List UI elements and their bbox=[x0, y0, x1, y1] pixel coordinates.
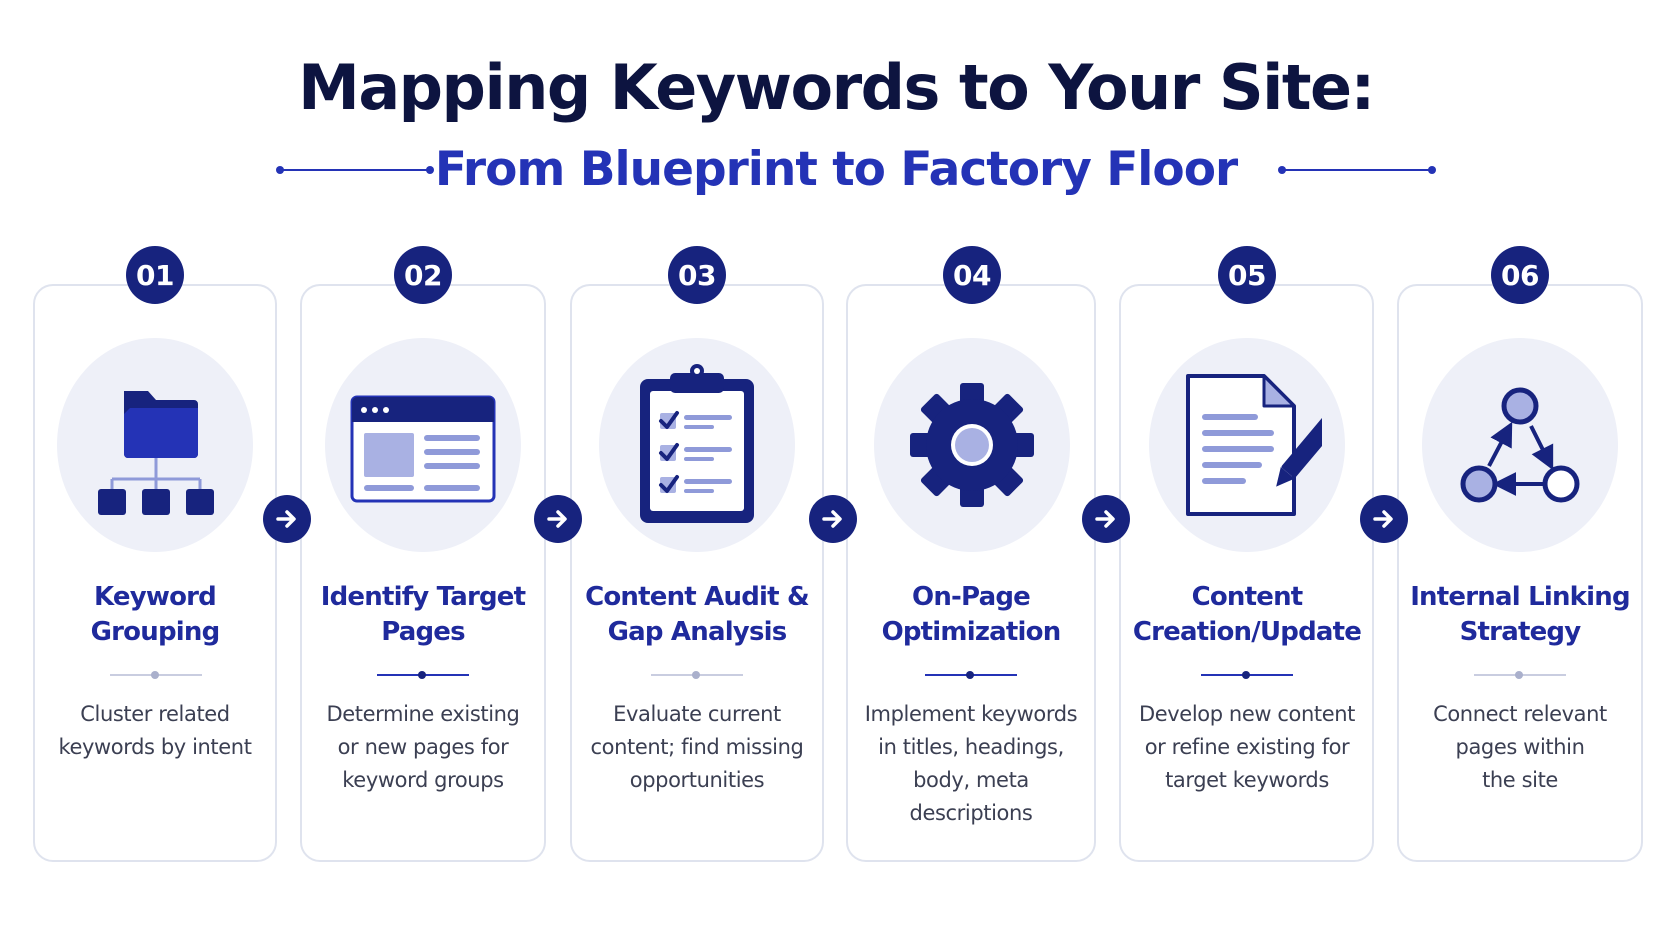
icon-circle-3 bbox=[599, 338, 795, 552]
step-description-2: Determine existing or new pages for keyw… bbox=[326, 702, 520, 792]
step-number-badge-2: 02 bbox=[394, 246, 452, 304]
arrow-right-icon bbox=[809, 495, 857, 543]
step-description-6: Connect relevant pages within the site bbox=[1433, 702, 1607, 792]
icon-circle-2 bbox=[325, 338, 521, 552]
folder-hierarchy-icon bbox=[98, 391, 214, 515]
browser-window-icon bbox=[350, 395, 496, 503]
link-cycle-icon bbox=[1460, 387, 1580, 503]
arrow-right-icon bbox=[534, 495, 582, 543]
step-description-4: Implement keywords in titles, headings, … bbox=[864, 702, 1078, 825]
subtitle-row: From Blueprint to Factory Floor bbox=[0, 134, 1672, 206]
step-title-5: Content Creation/Update bbox=[1132, 582, 1362, 647]
page-title: Mapping Keywords to Your Site: bbox=[298, 51, 1375, 124]
step-number-badge-4: 04 bbox=[943, 246, 1001, 304]
step-title-2: Identify Target Pages bbox=[320, 582, 526, 647]
step-divider-6 bbox=[1474, 671, 1566, 679]
step-divider-2 bbox=[377, 671, 469, 679]
step-description-3: Evaluate current content; find missing o… bbox=[590, 702, 804, 792]
step-number-badge-6: 06 bbox=[1491, 246, 1549, 304]
step-divider-1 bbox=[110, 671, 202, 679]
icon-circle-5 bbox=[1149, 338, 1345, 552]
arrow-right-icon bbox=[263, 495, 311, 543]
icon-circle-6 bbox=[1422, 338, 1618, 552]
step-title-4: On-Page Optimization bbox=[881, 582, 1062, 647]
document-pencil-icon bbox=[1186, 374, 1322, 516]
icon-circle-1 bbox=[57, 338, 253, 552]
step-description-5: Develop new content or refine existing f… bbox=[1138, 702, 1355, 792]
step-divider-3 bbox=[651, 671, 743, 679]
step-number-badge-1: 01 bbox=[126, 246, 184, 304]
arrow-right-icon bbox=[1360, 495, 1408, 543]
step-description-1: Cluster related keywords by intent bbox=[58, 702, 252, 759]
gear-icon bbox=[910, 383, 1034, 507]
subtitle-left-rule bbox=[276, 166, 434, 174]
page-subtitle: From Blueprint to Factory Floor bbox=[434, 142, 1238, 197]
step-number-badge-5: 05 bbox=[1218, 246, 1276, 304]
step-divider-4 bbox=[925, 671, 1017, 679]
subtitle-right-rule bbox=[1278, 166, 1436, 174]
arrow-right-icon bbox=[1082, 495, 1130, 543]
step-title-6: Internal Linking Strategy bbox=[1410, 582, 1630, 647]
step-divider-5 bbox=[1201, 671, 1293, 679]
icon-circle-4 bbox=[874, 338, 1070, 552]
step-title-3: Content Audit & Gap Analysis bbox=[585, 582, 810, 647]
clipboard-checklist-icon bbox=[640, 364, 754, 523]
step-title-1: Keyword Grouping bbox=[90, 582, 221, 647]
step-number-badge-3: 03 bbox=[668, 246, 726, 304]
